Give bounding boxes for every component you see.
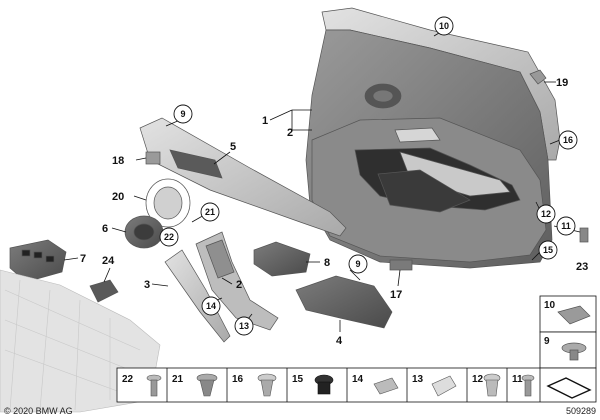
switch-8 <box>253 241 311 277</box>
label-17: 17 <box>390 289 402 301</box>
svg-text:22: 22 <box>164 232 174 242</box>
clip-17 <box>389 259 413 271</box>
svg-text:15: 15 <box>543 245 553 255</box>
speaker-parts <box>124 178 191 249</box>
fastener-label-16: 16 <box>232 374 244 385</box>
svg-text:10: 10 <box>544 300 556 311</box>
svg-text:12: 12 <box>541 209 551 219</box>
clip-13-icon <box>431 375 457 397</box>
clip-14-icon <box>373 377 399 395</box>
callout-14: 14 <box>201 296 221 316</box>
fastener-label-12: 12 <box>472 374 484 385</box>
fastener-label-14: 14 <box>352 374 364 385</box>
plug-15-icon <box>314 374 334 395</box>
label-8: 8 <box>324 257 330 269</box>
label-5: 5 <box>230 141 236 153</box>
diagram-number: 509289 <box>566 406 596 416</box>
fastener-label-21: 21 <box>172 374 184 385</box>
fastener-label-22: 22 <box>122 374 134 385</box>
svg-text:13: 13 <box>239 321 249 331</box>
svg-text:14: 14 <box>206 301 216 311</box>
label-18: 18 <box>112 155 124 167</box>
label-2: 2 <box>287 127 293 139</box>
label-7: 7 <box>80 253 86 265</box>
corner-symbol-icon <box>546 377 592 399</box>
side-box-10: 10 <box>539 295 597 333</box>
grab-handle <box>164 249 231 343</box>
callout-12: 12 <box>536 204 556 224</box>
screw-22-icon <box>146 374 162 397</box>
label-4: 4 <box>336 335 343 347</box>
callout-22: 22 <box>159 227 179 247</box>
svg-text:9: 9 <box>355 259 360 269</box>
label-3: 3 <box>144 279 150 291</box>
label-2b: 2 <box>236 279 242 291</box>
callout-9b: 9 <box>348 254 368 274</box>
label-6: 6 <box>102 223 108 235</box>
clip-18 <box>145 151 161 165</box>
clip-16-icon <box>257 373 277 397</box>
callout-15: 15 <box>538 240 558 260</box>
label-24: 24 <box>102 255 115 267</box>
handle-carrier <box>195 231 279 331</box>
clip-21-icon <box>196 373 218 397</box>
door-trim-panel <box>305 7 561 269</box>
fastener-label-11: 11 <box>512 374 523 385</box>
label-23: 23 <box>576 261 588 273</box>
armrest <box>295 275 393 329</box>
callout-16: 16 <box>558 130 578 150</box>
window-switch-block <box>9 239 67 283</box>
label-19: 19 <box>556 77 568 89</box>
svg-text:10: 10 <box>439 21 449 31</box>
side-box-9: 9 <box>539 331 597 369</box>
callout-13: 13 <box>234 316 254 336</box>
trim-strip <box>139 117 347 237</box>
svg-text:16: 16 <box>563 135 573 145</box>
clip-12-icon <box>483 373 501 397</box>
svg-text:9: 9 <box>544 336 550 347</box>
clip-23 <box>579 227 589 243</box>
fastener-label-13: 13 <box>412 374 424 385</box>
label-1: 1 <box>262 115 268 127</box>
callout-11: 11 <box>556 216 576 236</box>
connector-24 <box>89 279 119 303</box>
callout-9a: 9 <box>173 104 193 124</box>
fastener-bar: 22 21 16 15 14 13 12 11 <box>116 367 597 403</box>
svg-text:11: 11 <box>561 221 571 231</box>
callout-10: 10 <box>434 16 454 36</box>
fastener-label-15: 15 <box>292 374 304 385</box>
callout-21: 21 <box>200 202 220 222</box>
clip-19 <box>529 69 547 85</box>
label-20: 20 <box>112 191 124 203</box>
copyright: © 2020 BMW AG <box>4 406 73 416</box>
screw-11-icon <box>521 374 535 397</box>
svg-text:21: 21 <box>205 207 215 217</box>
svg-text:9: 9 <box>180 109 185 119</box>
